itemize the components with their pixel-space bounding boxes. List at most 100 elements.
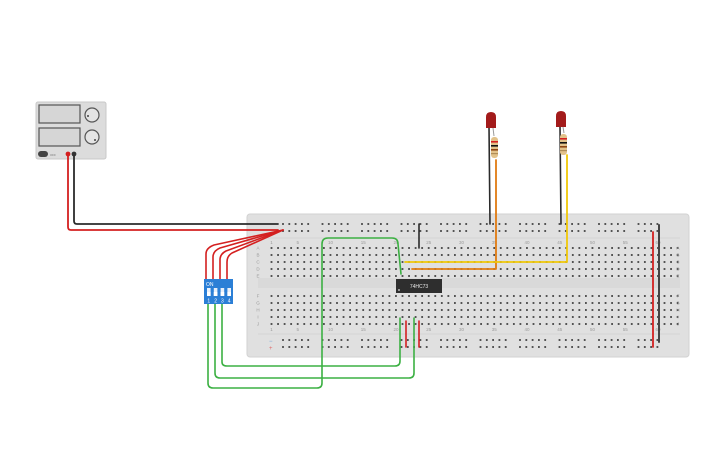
breadboard-hole[interactable] [381,268,384,270]
breadboard-hole[interactable] [650,223,652,225]
breadboard-hole[interactable] [657,309,659,311]
breadboard-hole[interactable] [327,339,330,341]
breadboard-hole[interactable] [467,323,469,325]
breadboard-hole[interactable] [558,339,561,341]
breadboard-hole[interactable] [480,316,482,318]
breadboard-hole[interactable] [395,309,397,311]
breadboard-hole[interactable] [499,275,502,277]
breadboard-hole[interactable] [552,316,555,318]
breadboard-hole[interactable] [473,302,476,304]
breadboard-hole[interactable] [670,254,672,256]
breadboard-hole[interactable] [485,230,488,232]
breadboard-hole[interactable] [558,323,561,325]
breadboard-hole[interactable] [506,275,509,277]
breadboard-hole[interactable] [545,247,548,249]
breadboard-hole[interactable] [479,339,482,341]
breadboard-hole[interactable] [375,268,378,270]
breadboard-hole[interactable] [676,261,679,263]
breadboard-hole[interactable] [459,346,461,348]
breadboard-hole[interactable] [650,346,652,348]
breadboard-hole[interactable] [564,230,567,232]
breadboard-hole[interactable] [425,230,428,232]
breadboard-hole[interactable] [303,275,306,277]
wire-black-power[interactable] [73,155,279,225]
breadboard-hole[interactable] [585,268,587,270]
breadboard-hole[interactable] [381,261,384,263]
breadboard-hole[interactable] [499,316,502,318]
breadboard-hole[interactable] [321,223,324,225]
breadboard-hole[interactable] [283,268,286,270]
breadboard-hole[interactable] [323,247,325,249]
breadboard-hole[interactable] [531,346,534,348]
breadboard-hole[interactable] [623,339,626,341]
breadboard-hole[interactable] [670,309,672,311]
breadboard-hole[interactable] [395,261,397,263]
breadboard-hole[interactable] [611,268,613,270]
breadboard-hole[interactable] [492,346,494,348]
breadboard-hole[interactable] [519,346,521,348]
breadboard-hole[interactable] [643,275,646,277]
breadboard-hole[interactable] [598,295,600,297]
breadboard-hole[interactable] [498,223,501,225]
breadboard-hole[interactable] [303,309,306,311]
breadboard-hole[interactable] [598,268,600,270]
breadboard-hole[interactable] [506,254,509,256]
breadboard-hole[interactable] [400,346,403,348]
breadboard-hole[interactable] [598,275,600,277]
breadboard-hole[interactable] [316,268,319,270]
breadboard-hole[interactable] [447,302,450,304]
breadboard-hole[interactable] [604,268,607,270]
breadboard-hole[interactable] [630,295,633,297]
breadboard-hole[interactable] [552,268,555,270]
breadboard-hole[interactable] [282,339,284,341]
breadboard-hole[interactable] [512,275,515,277]
breadboard-hole[interactable] [643,247,646,249]
breadboard-hole[interactable] [676,316,679,318]
breadboard-hole[interactable] [440,339,442,341]
breadboard-hole[interactable] [512,254,515,256]
breadboard-hole[interactable] [270,268,273,270]
breadboard-hole[interactable] [408,275,410,277]
breadboard-hole[interactable] [467,275,469,277]
breadboard-hole[interactable] [585,309,587,311]
breadboard-hole[interactable] [460,295,463,297]
breadboard-hole[interactable] [349,268,351,270]
breadboard-hole[interactable] [531,339,534,341]
breadboard-hole[interactable] [558,275,561,277]
breadboard-hole[interactable] [604,261,607,263]
breadboard-hole[interactable] [499,323,502,325]
breadboard-hole[interactable] [545,302,548,304]
breadboard-hole[interactable] [565,302,568,304]
breadboard-hole[interactable] [525,223,528,225]
breadboard-hole[interactable] [355,268,358,270]
breadboard-hole[interactable] [362,254,365,256]
breadboard-hole[interactable] [630,261,633,263]
breadboard-hole[interactable] [349,275,351,277]
breadboard-hole[interactable] [493,254,496,256]
breadboard-hole[interactable] [670,261,672,263]
breadboard-hole[interactable] [473,254,476,256]
breadboard-hole[interactable] [349,261,351,263]
breadboard-hole[interactable] [630,247,633,249]
breadboard-hole[interactable] [519,295,522,297]
breadboard-hole[interactable] [578,275,581,277]
breadboard-hole[interactable] [623,346,626,348]
breadboard-hole[interactable] [381,254,384,256]
breadboard-hole[interactable] [499,302,502,304]
breadboard-hole[interactable] [670,316,672,318]
breadboard-hole[interactable] [492,230,494,232]
breadboard-hole[interactable] [270,275,273,277]
breadboard-hole[interactable] [316,247,319,249]
breadboard-hole[interactable] [380,346,382,348]
breadboard-hole[interactable] [290,323,293,325]
breadboard-hole[interactable] [425,346,428,348]
breadboard-hole[interactable] [578,316,581,318]
breadboard-hole[interactable] [447,309,450,311]
breadboard-hole[interactable] [657,275,659,277]
breadboard-hole[interactable] [380,339,382,341]
breadboard-hole[interactable] [381,302,384,304]
breadboard-hole[interactable] [408,309,410,311]
breadboard-hole[interactable] [440,309,443,311]
breadboard-hole[interactable] [414,275,417,277]
